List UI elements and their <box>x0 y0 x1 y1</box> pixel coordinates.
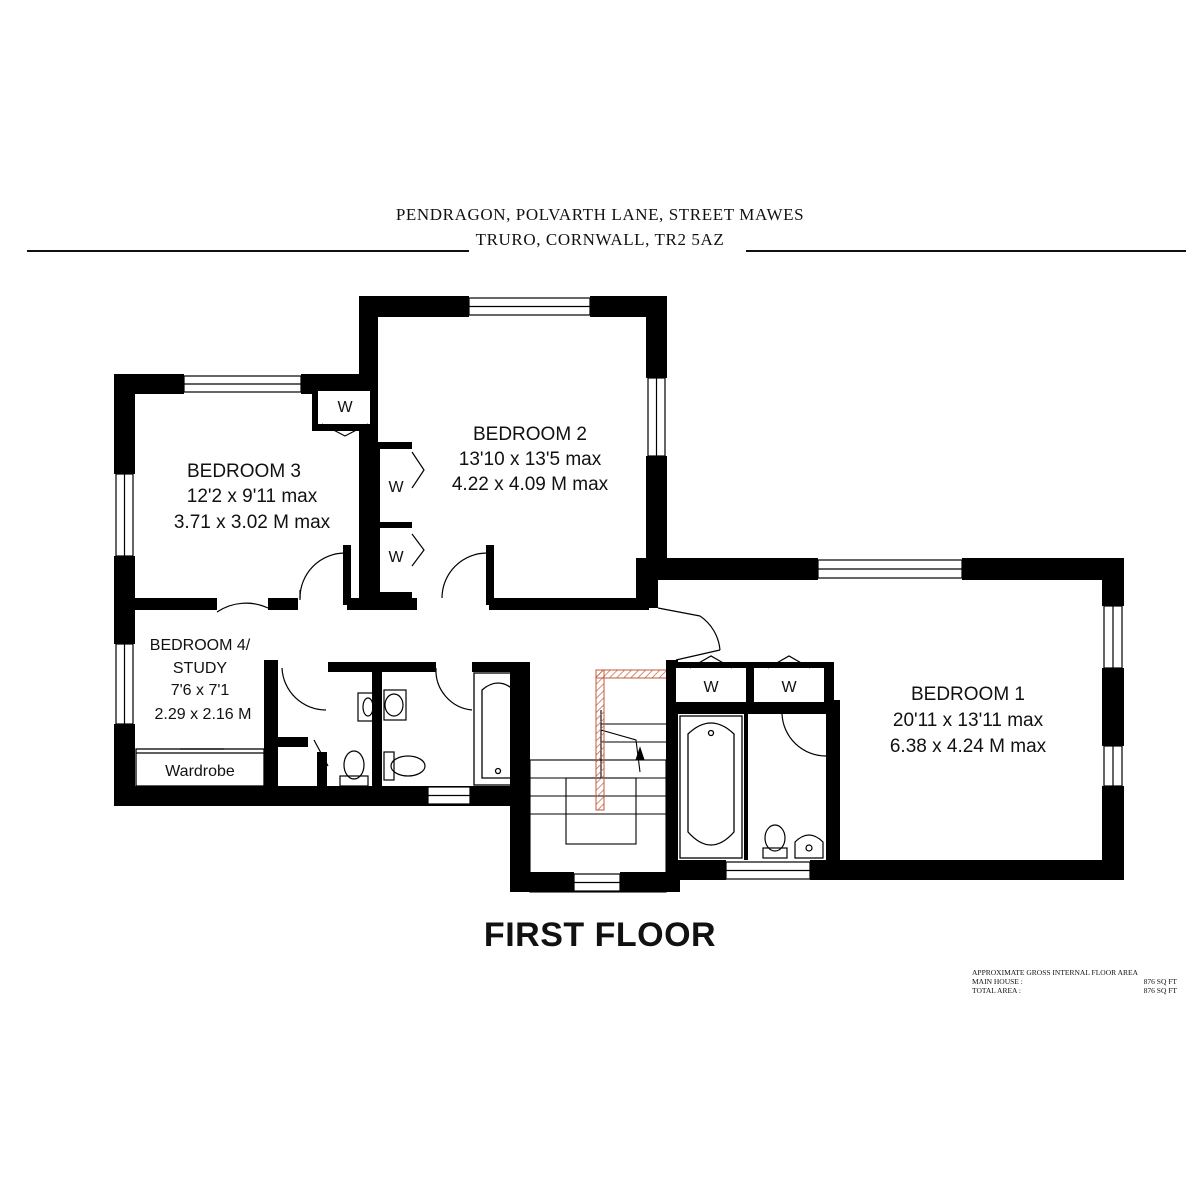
basin-2 <box>383 689 407 721</box>
wardrobe-marker-b1b: W <box>781 679 797 696</box>
bedroom-4-metric: 2.29 x 2.16 M <box>155 706 252 723</box>
bedroom-2-metric: 4.22 x 4.09 M max <box>452 474 609 495</box>
wc-window <box>427 786 471 805</box>
stair-balustrade <box>595 669 605 811</box>
wardrobe-marker-b2a: W <box>388 479 404 496</box>
address-line-1: PENDRAGON, POLVARTH LANE, STREET MAWES <box>395 205 805 224</box>
header-rule-left <box>27 250 469 252</box>
area-total-label: TOTAL AREA : <box>972 986 1021 995</box>
wardrobe-marker-b2b: W <box>388 549 404 566</box>
basin-1 <box>357 692 375 722</box>
bath-1 <box>473 672 523 786</box>
bedroom-3-wardrobe <box>312 391 374 437</box>
bedroom-2-name: BEDROOM 2 <box>473 424 587 445</box>
wardrobe-marker-b3: W <box>337 399 353 416</box>
door-swings <box>216 552 827 767</box>
ensuite <box>678 706 826 860</box>
toilet-1 <box>339 750 369 787</box>
stairwell-walls <box>510 660 680 892</box>
area-total-value: 876 SQ FT <box>1143 986 1177 995</box>
floor-title: FIRST FLOOR <box>483 916 717 954</box>
area-heading: APPROXIMATE GROSS INTERNAL FLOOR AREA <box>972 968 1138 977</box>
bedroom-2-wardrobes <box>374 442 425 598</box>
bedroom-1-windows <box>725 559 1123 880</box>
bedroom-3-walls <box>114 374 377 606</box>
bedroom-3-metric: 3.71 x 3.02 M max <box>174 512 331 533</box>
toilet-3 <box>762 824 788 859</box>
area-main-label: MAIN HOUSE : <box>972 977 1023 986</box>
room-labels: BEDROOM 3 12'2 x 9'11 max 3.71 x 3.02 M … <box>150 399 1047 780</box>
stairwell-window <box>573 873 621 892</box>
bedroom-4-window <box>115 643 134 725</box>
wardrobe-bedroom-4 <box>135 748 265 787</box>
bedroom-4-walls <box>114 606 514 806</box>
stair-balustrade-top <box>595 669 669 679</box>
bedroom-3-windows <box>115 375 302 557</box>
basin-3 <box>794 834 824 859</box>
bedroom-1-imperial: 20'11 x 13'11 max <box>893 710 1044 731</box>
wardrobe-marker-b1a: W <box>703 679 719 696</box>
bath-2 <box>679 715 743 859</box>
bedroom-1-wardrobes <box>666 655 834 708</box>
bedroom-2-windows <box>468 297 666 457</box>
bedroom-4-name-1: BEDROOM 4/ <box>150 637 251 654</box>
bedroom-2-imperial: 13'10 x 13'5 max <box>459 449 602 470</box>
bedroom-3-imperial: 12'2 x 9'11 max <box>187 486 318 507</box>
bedroom-3-name: BEDROOM 3 <box>187 461 301 482</box>
bedroom-4-imperial: 7'6 x 7'1 <box>171 682 230 699</box>
bathroom-walls <box>278 662 530 892</box>
toilet-2 <box>383 751 426 781</box>
area-main-value: 876 SQ FT <box>1143 977 1177 986</box>
bedroom-4-name-2: STUDY <box>173 660 228 677</box>
wardrobe-label: Wardrobe <box>165 763 235 780</box>
bedroom-1-walls <box>656 558 1124 880</box>
bedroom-1-name: BEDROOM 1 <box>911 684 1025 705</box>
address-line-2: TRURO, CORNWALL, TR2 5AZ <box>475 230 725 249</box>
landing-walls <box>135 545 649 610</box>
area-summary: APPROXIMATE GROSS INTERNAL FLOOR AREA MA… <box>972 968 1177 995</box>
area-total-row: TOTAL AREA : 876 SQ FT <box>972 986 1177 995</box>
area-main-row: MAIN HOUSE : 876 SQ FT <box>972 977 1177 986</box>
bedroom-1-metric: 6.38 x 4.24 M max <box>890 736 1047 757</box>
header-rule-right <box>746 250 1186 252</box>
